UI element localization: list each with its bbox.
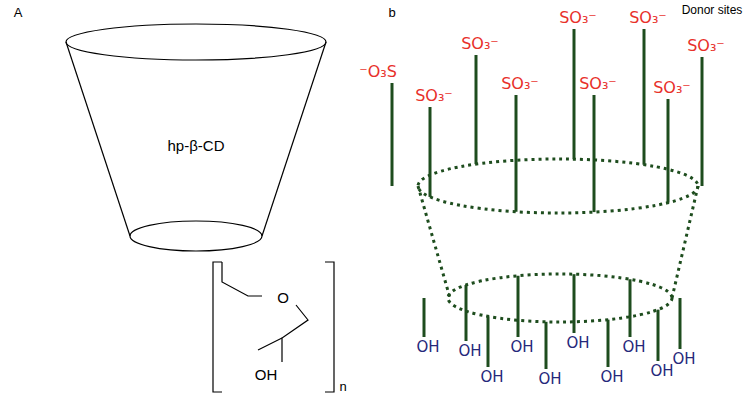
sulfonate-group: SO₃⁻ [687,38,725,54]
cyclodextrin-cone [418,159,698,322]
sulfonate-group: SO₃⁻ [461,36,499,52]
bond-stick [667,99,670,203]
sulfonate-group: SO₃⁻ [559,10,597,26]
panel-letter: b [388,6,395,19]
sulfonate-group: SO₃⁻ [579,76,617,92]
cone-shape: hp-β-CD [64,22,328,258]
hydroxyl-group: OH [566,336,589,351]
cone-label: hp-β-CD [168,137,225,154]
repeat-index: n [339,380,346,393]
hydroxyl-group: OH [458,344,481,359]
bond-stick [679,298,682,349]
sulfonate-group: SO₃⁻ [629,10,667,26]
sulfonate-group: SO₃⁻ [501,76,539,92]
bond-stick [391,83,394,186]
bond-stick [545,322,548,369]
hydroxyl-group: OH [510,340,533,355]
bond-stick [465,285,468,341]
bond-sticks [392,29,702,369]
bond-stick [607,320,610,367]
hydroxyl-group: OH [622,340,645,355]
annotation: Donor sites [682,4,743,16]
bond-stick [643,29,646,165]
sulfonate-group: ⁻O₃S [359,64,397,80]
bond-stick [429,107,432,197]
bond-stick [701,57,704,186]
bond-stick [487,316,490,367]
hydroxyl-group: OH [672,352,695,367]
bond-stick [515,95,518,212]
hydroxyl-group: OH [416,340,439,355]
bond-stick [517,276,520,337]
atom-label: OH [255,367,278,382]
hydroxyl-group: OH [480,370,503,385]
bond-stick [475,55,478,164]
hydroxyl-group: OH [538,372,561,387]
bond-stick [573,29,576,159]
bond-stick [573,274,576,333]
sulfonate-group: SO₃⁻ [415,88,453,104]
bond-stick [423,298,426,337]
bond-stick [657,310,660,361]
hydroxyl-group: OH [600,370,623,385]
panel-letter: A [14,6,23,19]
sulfonate-group: SO₃⁻ [653,80,691,96]
bond-stick [593,95,596,212]
substituent-structure [213,262,334,392]
hydroxyl-group: OH [650,364,673,379]
atom-label: O [277,290,289,305]
bond-stick [629,279,632,337]
